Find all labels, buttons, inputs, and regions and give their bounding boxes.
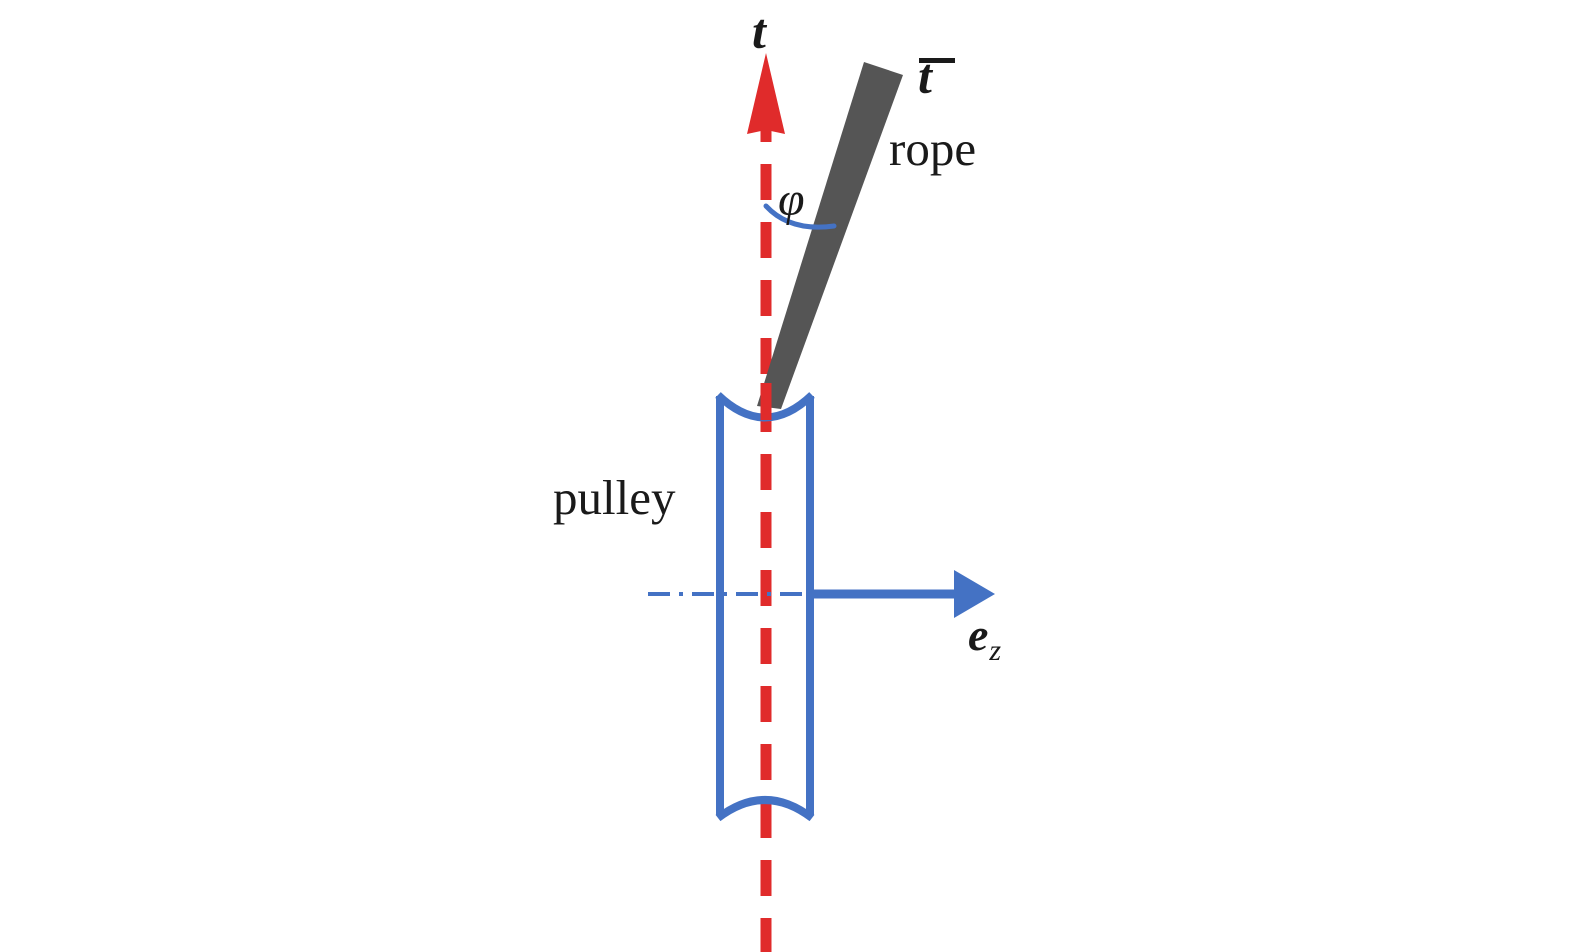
rope-band: [757, 62, 903, 409]
label-tbar-overbar-icon: [919, 58, 955, 63]
label-rope: rope: [889, 121, 977, 176]
pulley-axis: [648, 570, 995, 618]
tension-arrowhead-icon: [747, 53, 785, 140]
pulley-bottom-groove-arc: [715, 796, 815, 822]
angle-arc-phi: [763, 203, 837, 230]
axis-arrowhead-icon: [954, 570, 995, 618]
label-ez-base: e: [968, 609, 989, 660]
label-ez-axis: ez: [968, 612, 1001, 666]
label-tbar-vector: t: [918, 48, 932, 104]
label-phi-angle: φ: [778, 173, 805, 226]
label-ez-subscript: z: [989, 633, 1002, 667]
label-pulley: pulley: [553, 470, 676, 525]
label-t-vector: t: [752, 3, 766, 59]
